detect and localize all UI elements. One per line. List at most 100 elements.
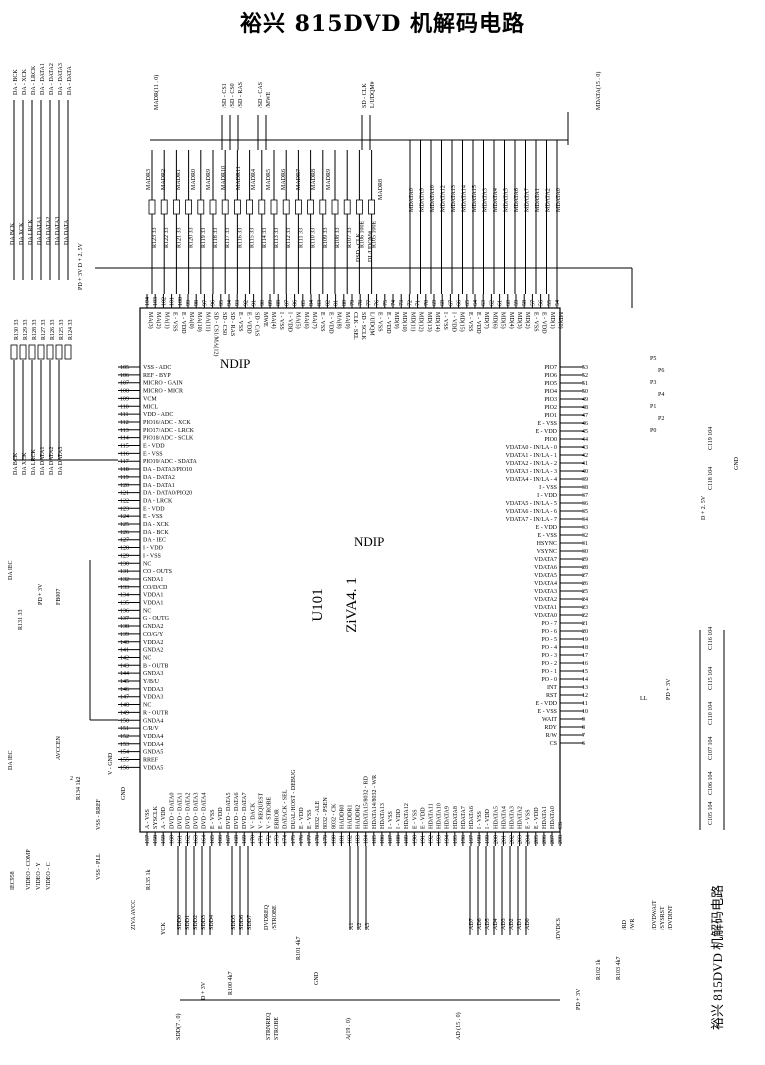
resistor [55,344,63,360]
pin-number: 165 [210,835,216,844]
pin-number: 145 [120,679,129,685]
resistor [19,344,27,360]
pin-number: 69 [432,300,438,306]
audio-label: DA - DATA1 [40,63,46,95]
v-gnd: V - GND [108,752,114,775]
pin-number: 52 [582,373,588,379]
chip-body [139,307,561,833]
audio-inner-label: DA BCK [10,222,16,245]
pin-name: ERROR [275,809,281,829]
pin-name: MD(3) [516,312,523,329]
pin-number: 204 [526,835,532,844]
resistor [331,199,339,215]
pin-number: 201 [501,835,507,844]
pin-number: 90 [260,300,266,306]
pin-name: R - OUTR [143,710,168,716]
pin-number: 57 [530,300,536,306]
net-label: MDATA5 [504,188,510,212]
pin-number: 12 [582,693,588,699]
pin-name: DVD - DATA2 [186,792,192,829]
pio-label: P6 [658,368,664,374]
resistor [246,199,254,215]
pin-name: HDATA9 [445,806,451,829]
audio-label: DA - DATA2 [49,63,55,95]
pin-name: E - VSS [307,809,313,829]
rd-wr-label: /WR [630,919,636,930]
gnd-left: GND [121,786,127,800]
pin-number: 81 [334,300,340,306]
pin-name: SD - SCLK [360,312,366,341]
pin-name: HDATA4 [501,806,507,829]
bus-label: DA DATA1 [40,447,46,475]
pin-number: 93 [235,300,241,306]
pin-number: 167 [226,835,232,844]
d25v: D + 2. 5V [701,495,707,520]
resistor-label: R127 33 [41,319,47,340]
pin-number: 48 [582,405,588,411]
pin-name: HDATA12 [404,803,410,829]
pin-name: 8032 - PSEN [323,797,329,829]
pin-name: E - VDD [534,807,540,829]
resistor-label: R114 33 [262,228,268,248]
package-mark: NDIP [220,356,250,371]
net-label: MDATA2 [546,188,552,212]
pin-name: MD(9) [393,312,400,329]
pin-number: 7 [582,733,585,739]
pio-label: P0 [650,428,656,434]
pin-name: HDATA10 [437,803,443,829]
pin-number: 130 [120,561,129,567]
net-label: MADR6 [281,169,287,190]
pin-name: VDATA4 - IN/LA - 4 [505,477,557,483]
pin-name: MD(2) [524,312,531,329]
pin-number: 194 [445,835,451,844]
pin-name: MD(7) [483,312,490,329]
resistor-label: R122 33 [164,227,170,248]
pin-name: MA(8) [336,312,343,329]
pin-name: HDATA0 [550,806,556,829]
resistor [294,199,302,215]
pin-number: 135 [120,601,129,607]
pin-name: MD(12) [418,312,425,332]
mdata-bus: MDATA(15 . 0) [595,72,602,110]
net-label: MADR11 [236,166,242,190]
pin-number: 169 [242,835,248,844]
pin-name: RREF [143,758,159,764]
pin-number: 41 [582,461,588,467]
resistor [64,344,72,360]
pin-number: 53 [582,365,588,371]
footer-title: 裕兴 815DVD 机解码电路 [710,885,725,1030]
pin-name: REF - BYP [143,373,171,379]
bus-label: DA LRCK [31,448,37,475]
pin-number: 8 [582,725,585,731]
page-title: 裕兴 815DVD 机解码电路 [239,11,526,37]
pin-name: PO - 4 [541,645,557,651]
pin-number: 138 [120,624,129,630]
pin-number: 64 [473,300,479,306]
pin-name: DVD - DATA6 [234,792,240,829]
resistor [368,199,376,215]
pin-number: 168 [234,835,240,844]
ad-label: AD1 [517,918,523,930]
pin-number: 47 [582,413,588,419]
sdd-label: SDD1 [185,915,191,930]
bus-label: DA XCK [22,452,28,475]
pin-name: VCM [143,396,157,402]
sdd-label: SDD6 [239,915,245,930]
pin-number: 128 [120,546,129,552]
pin-name: E - VSS [143,451,163,457]
pin-name: VDATA0 [534,613,557,619]
pin-name: PIO18/ADC - SCLK [143,436,194,442]
pin-number: 29 [582,557,588,563]
pin-number: 30 [582,549,588,555]
pin-name: VDDA4 [143,742,163,748]
pin-number: 32 [582,533,588,539]
net-label: MDATA13 [451,185,457,212]
pin-name: VDATA5 [534,573,557,579]
chip-ref: U101 [310,588,326,621]
pin-number: 39 [582,477,588,483]
pin-name: MD(15) [459,312,466,332]
pin-name: VDDA3 [143,687,163,693]
net-label: MDATA4 [493,188,499,212]
net-label: MADR3 [146,169,152,190]
pin-number: 77 [366,300,372,306]
